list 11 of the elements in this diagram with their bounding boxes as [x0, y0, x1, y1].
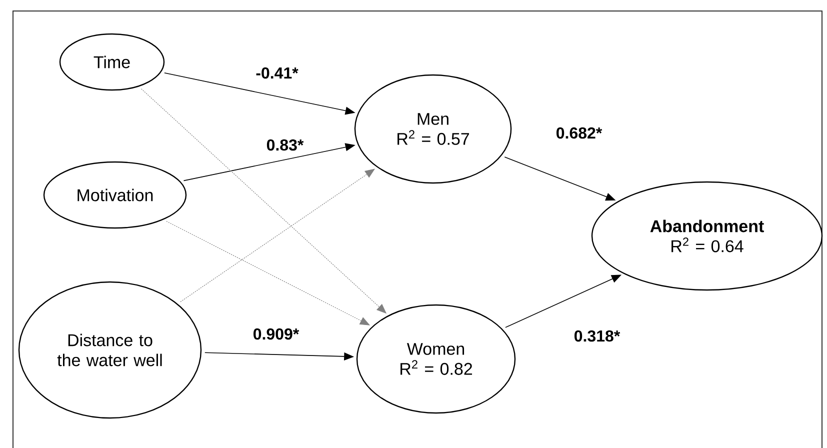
edge-label: 0.83*	[265, 138, 305, 152]
ellipse-node: Women R$^{2}$ = 0.82	[356, 304, 516, 414]
ellipse-node: Abandonment R$^{2}$ = 0.64	[591, 181, 823, 291]
edge-label: -0.41*	[254, 66, 300, 80]
edge-label: 0.909*	[252, 327, 300, 341]
edge-label: 0.318*	[572, 329, 622, 343]
ellipse-node: Men R$^{2}$ = 0.57	[354, 74, 512, 184]
ellipse-node: Distance to the water well	[18, 281, 202, 419]
edge-label: 0.682*	[554, 126, 604, 140]
ellipse-node: Motivation	[43, 161, 187, 229]
ellipse-node: Time	[59, 33, 165, 91]
